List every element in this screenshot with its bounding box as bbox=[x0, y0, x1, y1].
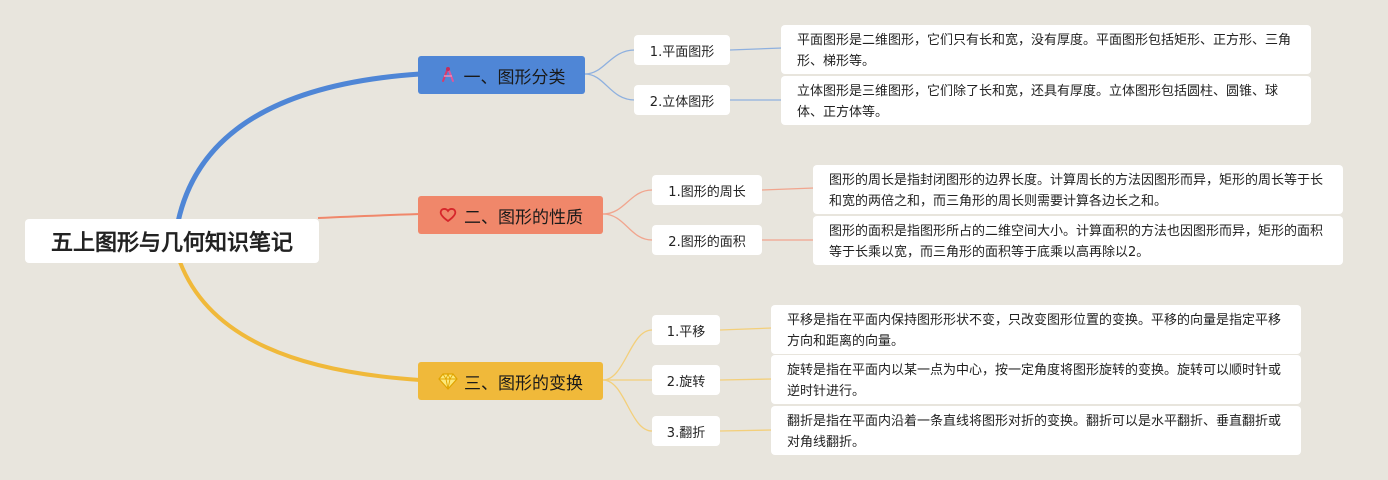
branch-2-topic[interactable]: 二、图形的性质 bbox=[418, 196, 603, 234]
subtopic-area[interactable]: 2.图形的面积 bbox=[652, 225, 762, 255]
b1-sub2-connector bbox=[584, 73, 636, 101]
branch-3-topic[interactable]: 三、图形的变换 bbox=[418, 362, 603, 400]
note-rotation: 旋转是指在平面内以某一点为中心，按一定角度将图形旋转的变换。旋转可以顺时针或逆时… bbox=[771, 355, 1301, 404]
b1-note1-connector bbox=[729, 47, 783, 51]
note-solid-shapes: 立体图形是三维图形，它们除了长和宽，还具有厚度。立体图形包括圆柱、圆锥、球体、正… bbox=[781, 76, 1311, 125]
branch-2-connector bbox=[317, 213, 421, 219]
branch-1-connector bbox=[175, 71, 423, 225]
b3-note2-connector bbox=[719, 378, 773, 381]
b2-sub2-connector bbox=[602, 213, 653, 241]
subtopic-plane-shapes[interactable]: 1.平面图形 bbox=[634, 35, 730, 65]
subtopic-perimeter[interactable]: 1.图形的周长 bbox=[652, 175, 762, 205]
b3-note1-connector bbox=[719, 327, 773, 331]
branch-3-connector bbox=[178, 260, 422, 382]
branch-1-topic[interactable]: 一、图形分类 bbox=[418, 56, 585, 94]
branch-3-label: 三、图形的变换 bbox=[464, 373, 583, 394]
branch-1-label: 一、图形分类 bbox=[463, 67, 566, 88]
note-translation: 平移是指在平面内保持图形形状不变，只改变图形位置的变换。平移的向量是指定平移方向… bbox=[771, 305, 1301, 354]
compass-icon bbox=[438, 65, 458, 85]
note-reflection: 翻折是指在平面内沿着一条直线将图形对折的变换。翻折可以是水平翻折、垂直翻折或对角… bbox=[771, 406, 1301, 455]
diamond-icon bbox=[438, 371, 458, 391]
heart-icon bbox=[438, 205, 458, 225]
root-topic[interactable]: 五上图形与几何知识笔记 bbox=[25, 219, 319, 263]
subtopic-rotation[interactable]: 2.旋转 bbox=[652, 365, 720, 395]
subtopic-reflection[interactable]: 3.翻折 bbox=[652, 416, 720, 446]
b3-note3-connector bbox=[719, 429, 773, 432]
b3-sub1-connector bbox=[602, 329, 653, 381]
b2-sub1-connector bbox=[602, 189, 653, 215]
note-area: 图形的面积是指图形所占的二维空间大小。计算面积的方法也因图形而异，矩形的面积等于… bbox=[813, 216, 1343, 265]
b3-sub3-connector bbox=[602, 379, 653, 432]
branch-2-label: 二、图形的性质 bbox=[464, 207, 583, 228]
note-plane-shapes: 平面图形是二维图形，它们只有长和宽，没有厚度。平面图形包括矩形、正方形、三角形、… bbox=[781, 25, 1311, 74]
b2-note1-connector bbox=[761, 187, 815, 191]
note-perimeter: 图形的周长是指封闭图形的边界长度。计算周长的方法因图形而异，矩形的周长等于长和宽… bbox=[813, 165, 1343, 214]
b1-sub1-connector bbox=[584, 49, 636, 75]
subtopic-solid-shapes[interactable]: 2.立体图形 bbox=[634, 85, 730, 115]
subtopic-translation[interactable]: 1.平移 bbox=[652, 315, 720, 345]
